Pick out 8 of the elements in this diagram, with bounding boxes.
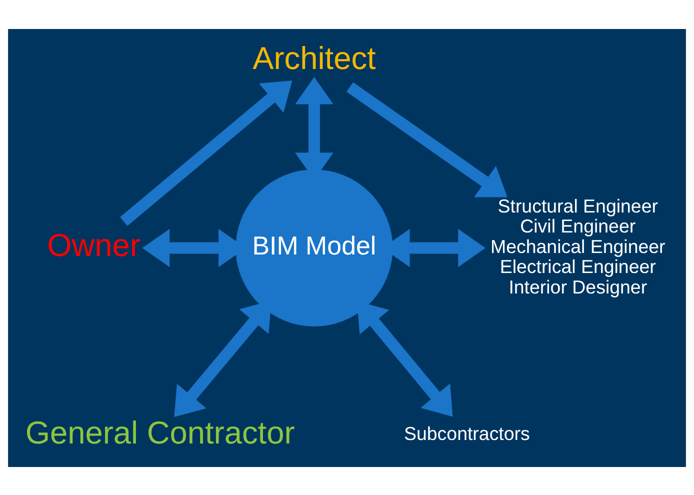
node-text: Subcontractors (404, 422, 530, 444)
node-text: Owner (47, 226, 140, 263)
arrow (120, 80, 292, 226)
arrow (346, 82, 508, 197)
node-text: Architect (252, 39, 376, 76)
node-circle: BIM Model (236, 168, 393, 326)
node-text: General Contractor (25, 414, 295, 450)
node-text: Structural Engineer Civil Engineer Mechanical Engineer Electrical Engineer Interior Designer (490, 195, 666, 297)
